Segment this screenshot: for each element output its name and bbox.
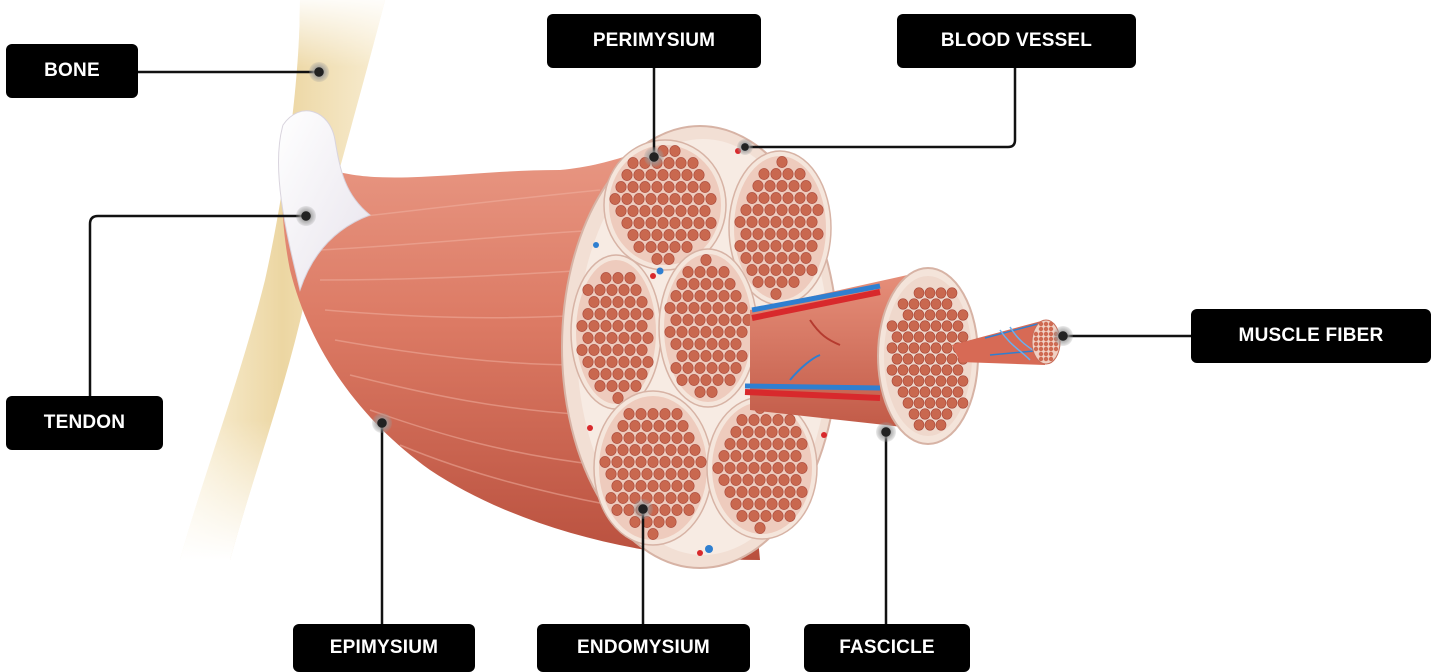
anchor-dot-epimysium <box>372 413 392 433</box>
anchor-dot-perimysium <box>644 147 664 167</box>
anchor-dot-muscle-fiber <box>1053 326 1073 346</box>
anchor-dot-bone <box>309 62 329 82</box>
label-endomysium: ENDOMYSIUM <box>537 624 750 672</box>
leader-line-blood-vessel <box>745 68 1015 147</box>
anchor-dot-blood-vessel <box>737 139 753 155</box>
anchor-dot-endomysium <box>633 499 653 519</box>
anchor-dot-fascicle <box>876 422 896 442</box>
label-fascicle: FASCICLE <box>804 624 970 672</box>
label-blood-vessel: BLOOD VESSEL <box>897 14 1136 68</box>
label-bone: BONE <box>6 44 138 98</box>
label-muscle-fiber: MUSCLE FIBER <box>1191 309 1431 363</box>
label-perimysium: PERIMYSIUM <box>547 14 761 68</box>
anchor-dot-tendon <box>296 206 316 226</box>
label-epimysium: EPIMYSIUM <box>293 624 475 672</box>
label-tendon: TENDON <box>6 396 163 450</box>
